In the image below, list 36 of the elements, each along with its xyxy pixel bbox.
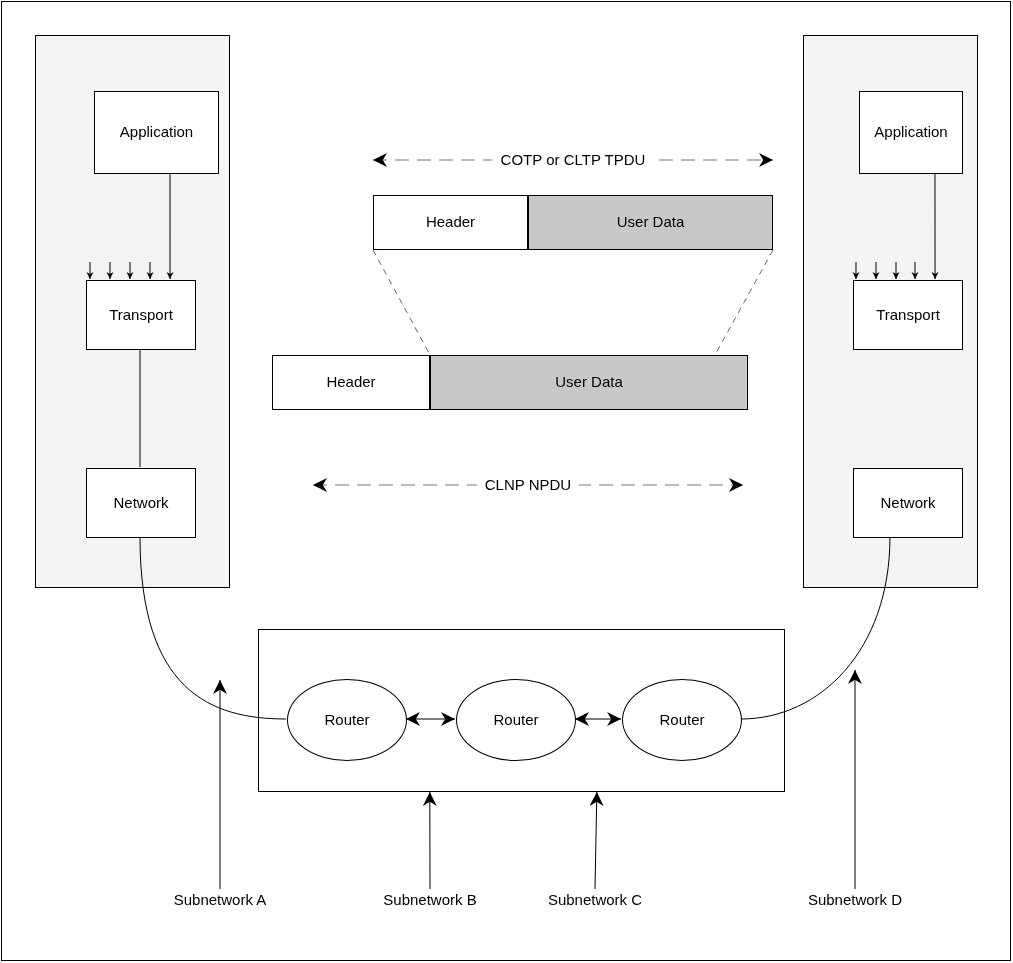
layer-box: Application <box>94 91 219 174</box>
router-ellipse: Router <box>622 679 742 761</box>
arrow <box>911 261 919 280</box>
arrow <box>848 669 862 890</box>
router-ellipse: Router <box>456 679 576 761</box>
arrow <box>146 261 154 280</box>
router-ellipse: Router <box>287 679 407 761</box>
layer-box: Transport <box>853 280 963 350</box>
arrow <box>405 712 456 726</box>
arrow <box>422 791 437 890</box>
arrow <box>213 679 227 890</box>
user-data-field: User Data <box>430 355 748 410</box>
arrow <box>892 261 900 280</box>
subnetwork-label: Subnetwork A <box>160 889 280 911</box>
end-system-panel <box>803 35 978 588</box>
subnetwork-label: Subnetwork C <box>535 889 655 911</box>
user-data-field: User Data <box>528 195 773 250</box>
header-field: Header <box>272 355 430 410</box>
arrow <box>574 712 622 726</box>
arrow <box>166 172 174 280</box>
end-system-panel <box>35 35 230 588</box>
subnetwork-box <box>258 629 785 792</box>
layer-box: Network <box>853 468 963 538</box>
arrow <box>589 791 604 890</box>
layer-box: Transport <box>86 280 196 350</box>
subnetwork-label: Subnetwork B <box>370 889 490 911</box>
layer-box: Application <box>859 91 963 174</box>
arrow <box>931 172 939 280</box>
arrow <box>86 261 94 280</box>
arrow <box>872 261 880 280</box>
arrow <box>106 261 114 280</box>
header-field: Header <box>373 195 528 250</box>
arrow <box>126 261 134 280</box>
subnetwork-label: Subnetwork D <box>795 889 915 911</box>
layer-box: Network <box>86 468 196 538</box>
arrow <box>852 261 860 280</box>
